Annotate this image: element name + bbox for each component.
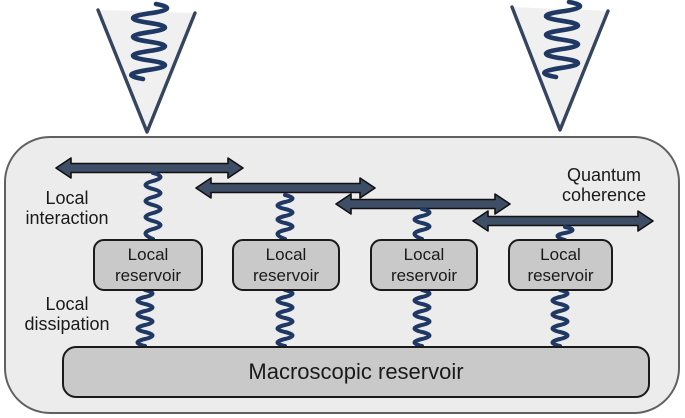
local-reservoir-label: Local reservoir [252, 245, 320, 285]
local-dissipation-label: Local dissipation [24, 294, 110, 334]
optical-tweezer-beam-right-icon [510, 0, 610, 132]
dissipation-spring-3-icon [412, 288, 432, 348]
dissipation-spring-2-icon [275, 288, 295, 348]
coupling-spring-upper-3-icon [412, 207, 432, 241]
local-reservoir-box-3: Local reservoir [370, 239, 478, 291]
interaction-arrow-1-icon [55, 157, 244, 179]
light-wave-coil-right-icon [542, 0, 583, 80]
local-reservoir-box-4: Local reservoir [508, 239, 613, 291]
dissipation-spring-4-icon [550, 288, 570, 348]
local-reservoir-box-1: Local reservoir [93, 239, 203, 291]
optical-tweezer-beam-left-icon [96, 1, 197, 134]
interaction-arrow-2-icon [195, 177, 376, 199]
interaction-arrow-3-icon [335, 193, 511, 215]
coupling-spring-upper-2-icon [275, 193, 295, 241]
coupling-spring-upper-1-icon [143, 171, 163, 241]
local-interaction-label: Local interaction [25, 188, 109, 228]
interaction-arrow-4-icon [472, 210, 654, 232]
local-reservoir-label: Local reservoir [527, 245, 594, 285]
dissipation-spring-1-icon [135, 288, 155, 348]
local-reservoir-box-2: Local reservoir [232, 239, 340, 291]
macroscopic-reservoir-label: Macroscopic reservoir [248, 359, 464, 384]
local-reservoir-label: Local reservoir [390, 245, 458, 285]
quantum-coherence-label: Quantum coherence [561, 165, 647, 205]
light-wave-coil-left-icon [129, 1, 170, 82]
macroscopic-reservoir-box: Macroscopic reservoir [62, 346, 650, 398]
coupling-spring-upper-4-icon [555, 225, 575, 242]
local-reservoir-label: Local reservoir [114, 245, 182, 285]
